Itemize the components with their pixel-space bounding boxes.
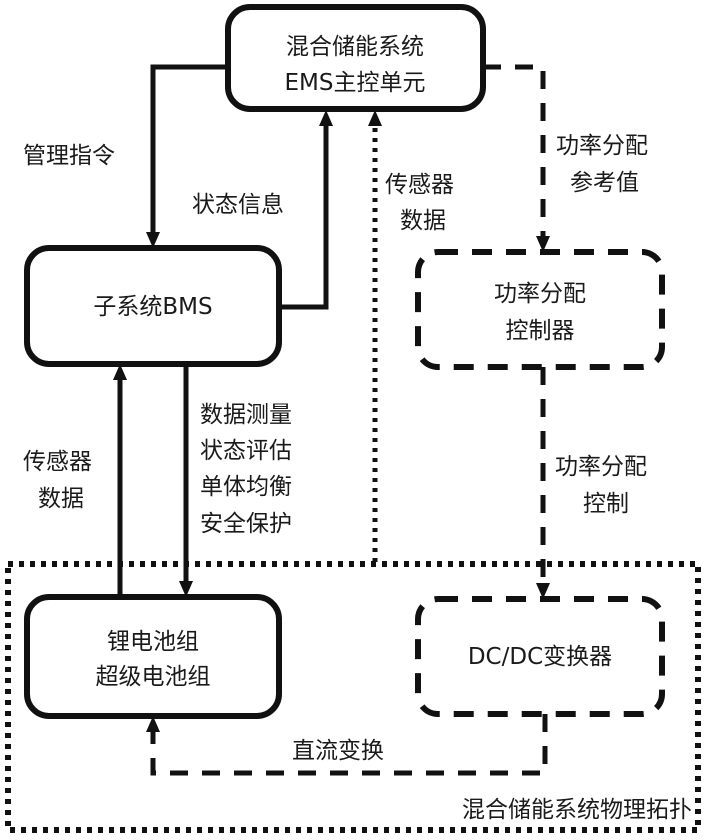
ems-label-line1: 混合储能系统 (286, 34, 424, 60)
label-power-control-line1: 功率分配 (555, 454, 647, 480)
dcdc-converter-box (415, 596, 665, 717)
arrow-head-status-info (319, 110, 333, 126)
label-bms-function-4: 安全保护 (200, 511, 292, 537)
arrow-head-bms-functions (179, 581, 193, 597)
arrow-head-power-control (536, 583, 550, 599)
label-bms-function-2: 状态评估 (200, 438, 292, 464)
label-power-reference-line2: 参考值 (570, 170, 639, 196)
battery-pack-box (24, 594, 282, 719)
label-bms-function-1: 数据测量 (200, 402, 292, 428)
label-sensor-data-bms-line1: 传感器 (23, 449, 92, 475)
edge-status-info (279, 122, 329, 310)
region-label: 混合储能系统物理拓扑 (462, 797, 692, 823)
arrow-head-management-command (146, 232, 160, 248)
bms-label: 子系统BMS (93, 294, 212, 320)
label-sensor-data-ems-line1: 传感器 (385, 172, 454, 198)
label-sensor-data-ems-line2: 数据 (400, 208, 446, 234)
label-sensor-data-bms-line2: 数据 (38, 486, 84, 512)
power-controller-label-line1: 功率分配 (494, 281, 586, 307)
dcdc-label: DC/DC变换器 (468, 644, 612, 670)
label-power-reference-line1: 功率分配 (556, 133, 648, 159)
ems-label-line2: EMS主控单元 (285, 70, 426, 96)
ems-box (225, 4, 486, 112)
label-power-control-line2: 控制 (583, 491, 629, 517)
label-bms-function-3: 单体均衡 (200, 474, 292, 500)
arrow-head-dc-conversion (146, 716, 160, 732)
edge-power-reference (483, 64, 546, 240)
power-controller-label-line2: 控制器 (506, 318, 575, 344)
battery-label-line1: 锂电池组 (107, 629, 199, 655)
physical-topology-region (5, 561, 701, 833)
arrow-head-sensor-data-to-ems (368, 110, 382, 126)
arrow-head-power-reference (536, 236, 550, 252)
edge-management-command (150, 64, 228, 236)
label-dc-conversion: 直流变换 (292, 738, 384, 764)
battery-label-line2: 超级电池组 (96, 664, 211, 690)
arrow-head-sensor-data-to-bms (113, 364, 127, 380)
label-status-info: 状态信息 (192, 192, 284, 218)
label-management-command: 管理指令 (23, 143, 115, 169)
power-controller-box (415, 249, 665, 370)
